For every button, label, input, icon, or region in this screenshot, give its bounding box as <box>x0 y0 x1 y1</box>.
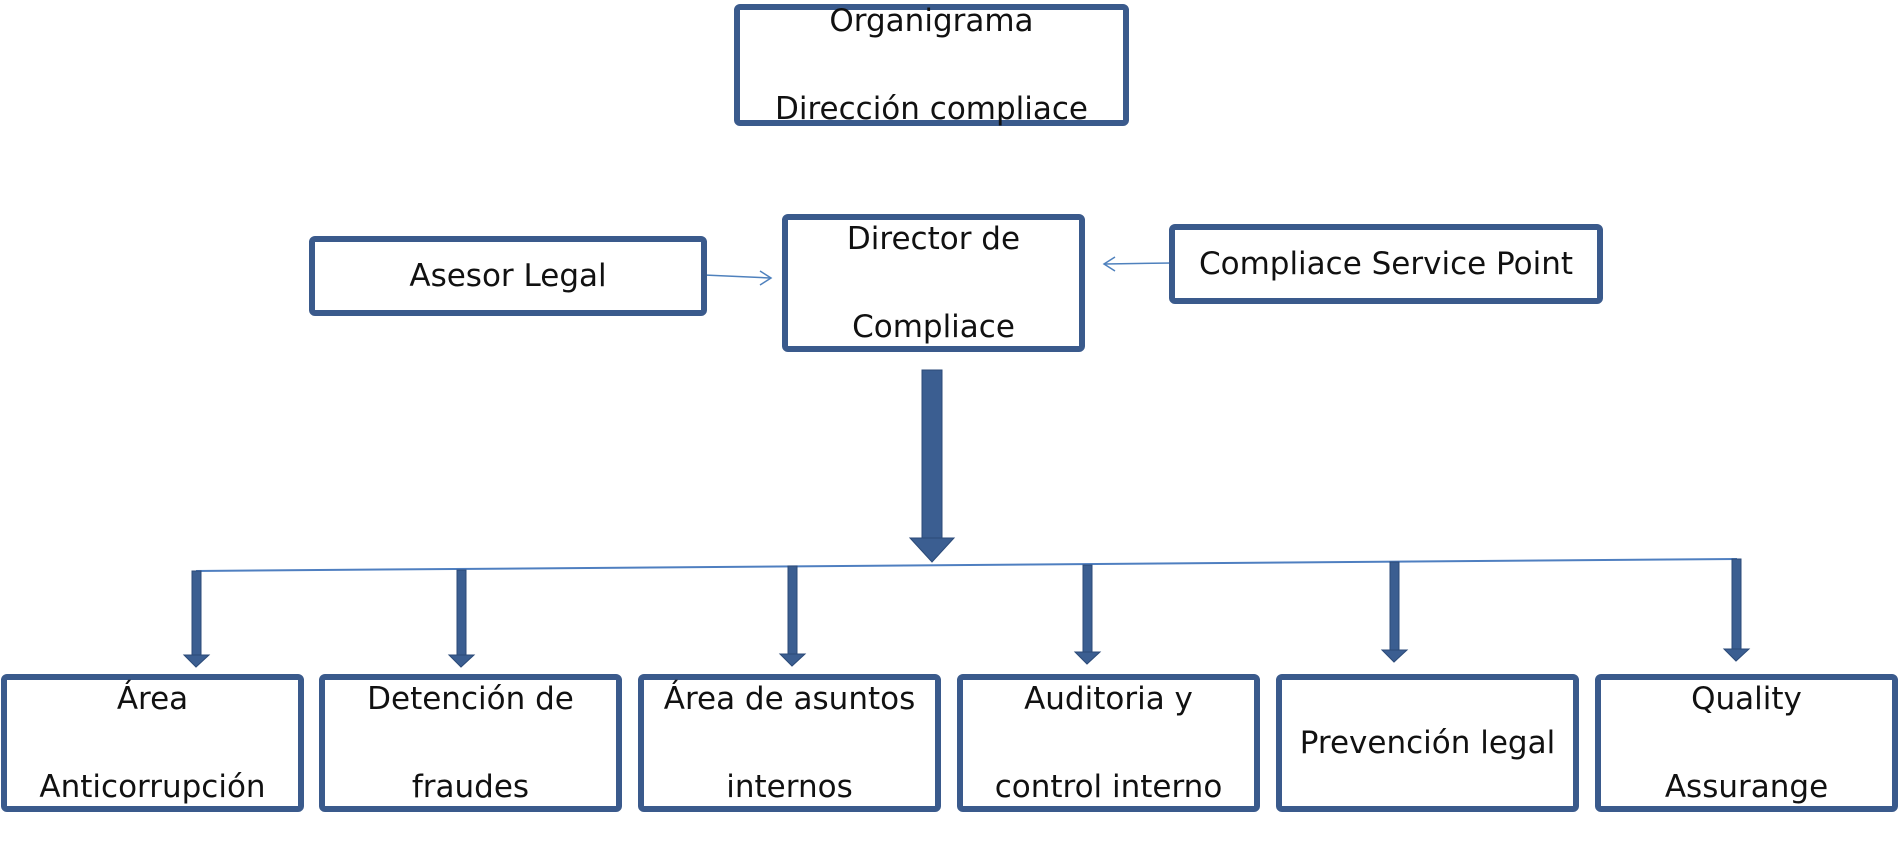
area-box-anticorrupcion: Área Anticorrupción <box>1 674 304 812</box>
advisor-to-director-arrow <box>703 270 773 286</box>
area-box-asuntos-internos: Área de asuntos internos <box>638 674 941 812</box>
area-box-quality: Quality Assurange <box>1595 674 1898 812</box>
area-arrow <box>778 565 807 667</box>
area-line-1: Prevención legal <box>1299 725 1556 761</box>
area-arrow <box>1073 564 1102 665</box>
area-arrow <box>1380 561 1409 663</box>
area-arrow <box>1722 558 1751 662</box>
area-line-1: Auditoria y <box>1024 681 1193 717</box>
org-chart-connectors <box>182 256 1751 668</box>
area-arrow <box>182 570 211 668</box>
area-box-prevencion: Prevención legal <box>1276 674 1579 812</box>
director-line-1: Director de <box>846 221 1021 257</box>
area-line-2: control interno <box>994 769 1223 805</box>
service-point-label: Compliace Service Point <box>1198 246 1574 282</box>
area-box-fraudes: Detención de fraudes <box>319 674 622 812</box>
advisor-label: Asesor Legal <box>409 258 607 294</box>
area-line-1: Área <box>116 681 189 717</box>
area-line-2: Anticorrupción <box>39 769 266 805</box>
area-line-1: Detención de <box>367 681 574 717</box>
title-line-2: Dirección compliace <box>774 91 1088 127</box>
area-line-2: fraudes <box>411 769 530 805</box>
area-line-2: Assurange <box>1664 769 1829 805</box>
service-point-box: Compliace Service Point <box>1169 224 1603 304</box>
director-box: Director de Compliace <box>782 214 1085 352</box>
area-line-1: Quality <box>1691 681 1802 717</box>
area-box-auditoria: Auditoria y control interno <box>957 674 1260 812</box>
advisor-box: Asesor Legal <box>309 236 707 316</box>
horizontal-connector <box>195 558 1738 572</box>
title-box: Organigrama Dirección compliace <box>734 3 1129 127</box>
title-line-1: Organigrama <box>829 3 1034 39</box>
area-line-1: Área de asuntos <box>663 681 916 717</box>
area-arrow <box>447 569 476 668</box>
director-down-block-arrow <box>908 369 956 563</box>
area-line-2: internos <box>726 769 853 805</box>
service-point-to-director-arrow <box>1102 256 1173 272</box>
director-line-2: Compliace <box>852 309 1015 345</box>
